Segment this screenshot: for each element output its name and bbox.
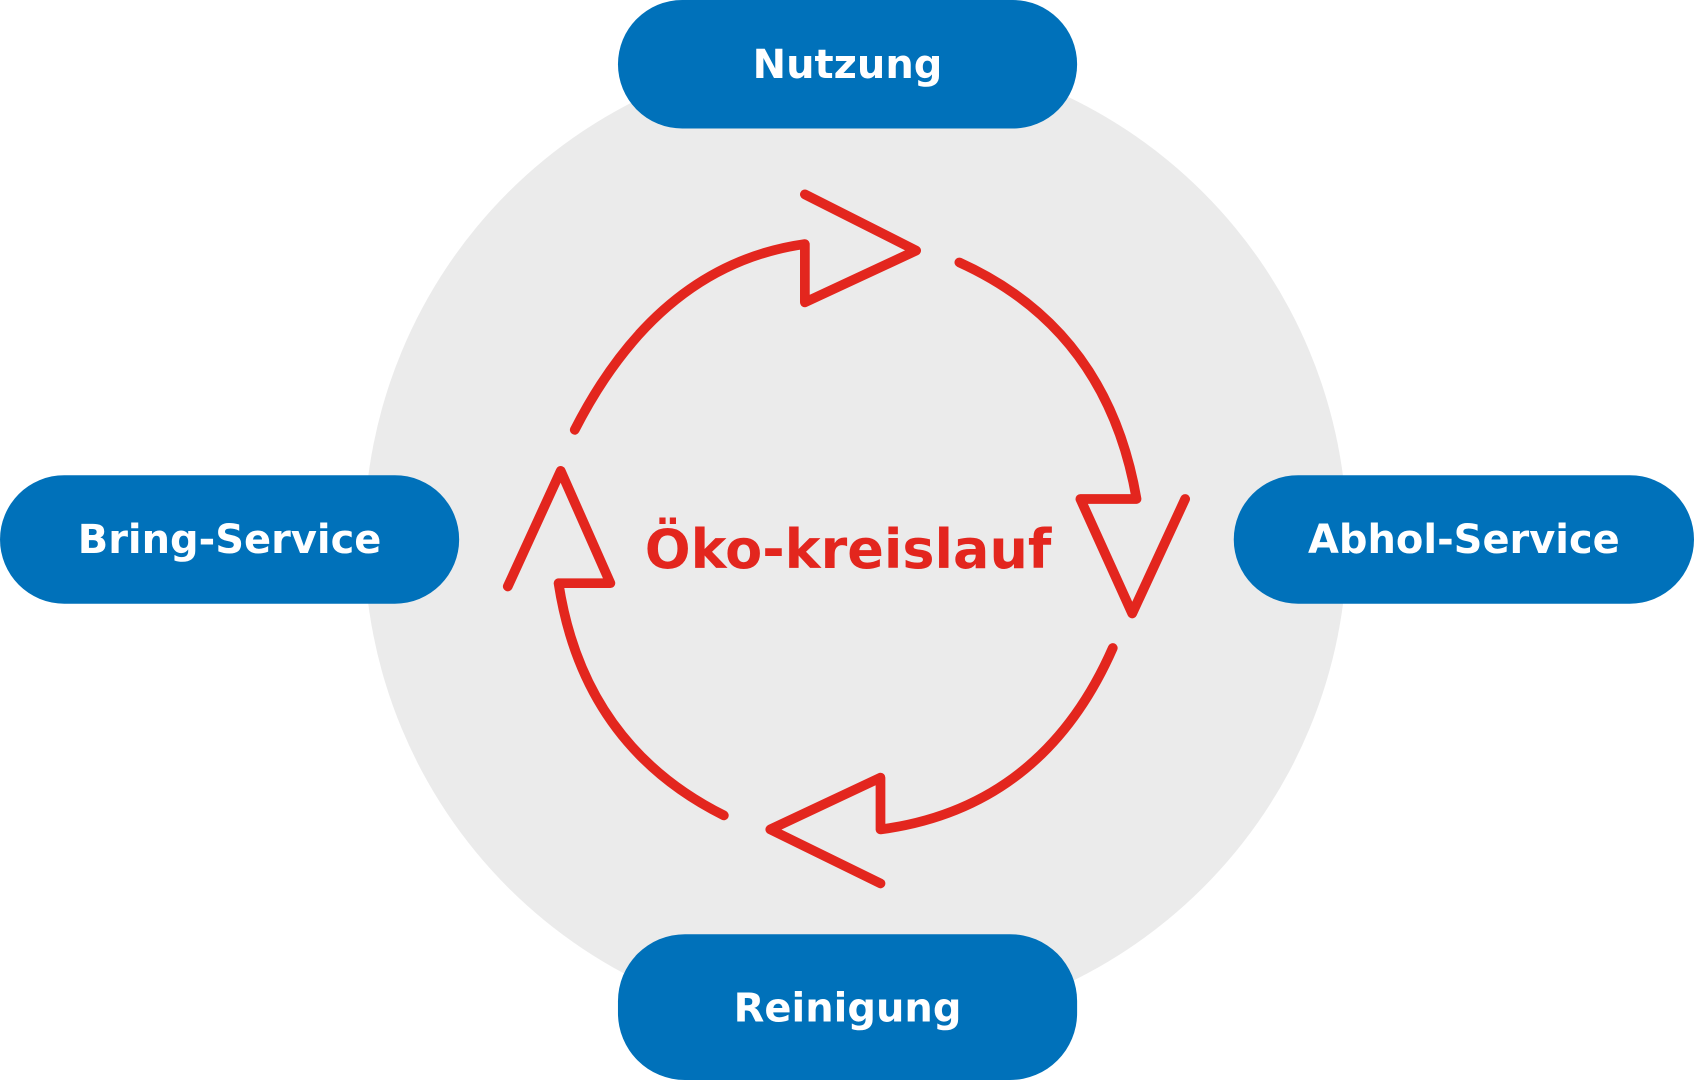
stage-bring-service: Bring-Service bbox=[0, 475, 460, 604]
stage-label-top: Nutzung bbox=[753, 42, 943, 88]
stage-label-bottom: Reinigung bbox=[734, 986, 962, 1032]
stage-label-left: Bring-Service bbox=[78, 517, 382, 563]
arrow-top bbox=[569, 189, 922, 435]
stage-abhol-service: Abhol-Service bbox=[1233, 475, 1694, 604]
cycle-title: Öko-kreislauf bbox=[645, 518, 1052, 581]
stage-reinigung: Reinigung bbox=[617, 934, 1078, 1080]
background-circle bbox=[364, 48, 1348, 1032]
arrow-right bbox=[954, 257, 1191, 619]
stage-label-right: Abhol-Service bbox=[1308, 517, 1620, 563]
stage-nutzung: Nutzung bbox=[617, 0, 1078, 129]
arrow-bottom bbox=[765, 643, 1118, 889]
arrow-left bbox=[502, 466, 729, 821]
